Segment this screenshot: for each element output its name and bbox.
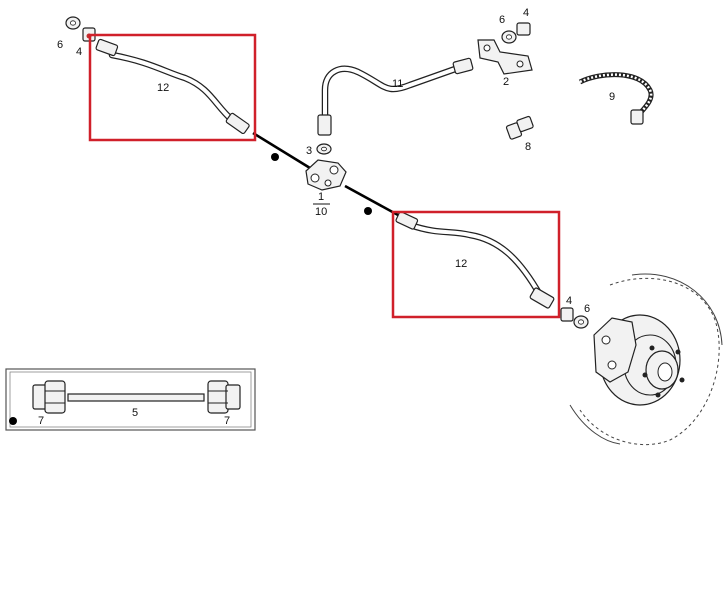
part-number-hose-left: 12 bbox=[157, 82, 169, 94]
kit-nut-left[interactable] bbox=[32, 380, 66, 414]
tee-connector[interactable] bbox=[305, 159, 347, 191]
part-number-tee-alt: 10 bbox=[315, 206, 327, 218]
brake-hose-right[interactable] bbox=[395, 211, 555, 309]
washer-right-hole bbox=[578, 319, 585, 325]
wheel-assembly bbox=[569, 273, 723, 446]
brake-hose-left[interactable] bbox=[95, 38, 250, 135]
part-number-kit-nut-right: 7 bbox=[224, 415, 230, 427]
kit-nut-right[interactable] bbox=[207, 380, 241, 414]
part-number-bracket-washer: 6 bbox=[499, 14, 505, 26]
part-number-kit-nut-left: 7 bbox=[38, 415, 44, 427]
kit-pipe[interactable] bbox=[67, 393, 205, 402]
bullet-marker bbox=[364, 207, 372, 215]
part-number-bleed-screw: 8 bbox=[525, 141, 531, 153]
bracket-washer-hole bbox=[505, 34, 512, 40]
part-number-washer-left: 6 bbox=[57, 39, 63, 51]
mounting-bracket[interactable] bbox=[477, 39, 533, 75]
part-number-nut-left: 4 bbox=[76, 46, 82, 58]
nut-right[interactable] bbox=[560, 307, 574, 322]
part-number-washer-center: 3 bbox=[306, 145, 312, 157]
link-line-left bbox=[252, 131, 311, 170]
brake-pipe[interactable] bbox=[317, 57, 474, 136]
part-number-washer-right: 6 bbox=[584, 303, 590, 315]
part-number-bracket: 2 bbox=[503, 76, 509, 88]
washer-left-hole bbox=[70, 20, 77, 26]
part-number-clip: 9 bbox=[609, 91, 615, 103]
pipe-kit-box bbox=[5, 368, 256, 431]
part-number-hose-right: 12 bbox=[455, 258, 467, 270]
bracket-nut[interactable] bbox=[516, 22, 531, 36]
part-number-tee: 1 bbox=[318, 191, 324, 203]
hose-clip[interactable] bbox=[578, 72, 654, 125]
highlight-box-left bbox=[88, 33, 257, 142]
part-number-nut-right: 4 bbox=[566, 295, 572, 307]
part-number-bracket-nut: 4 bbox=[523, 7, 529, 19]
link-line-right bbox=[344, 184, 399, 217]
bullet-marker bbox=[271, 153, 279, 161]
washer-center-hole bbox=[321, 146, 327, 152]
highlight-box-right bbox=[391, 210, 561, 319]
part-number-kit-pipe: 5 bbox=[132, 407, 138, 419]
bullet-marker bbox=[9, 417, 17, 425]
bleed-screw[interactable] bbox=[505, 115, 534, 140]
part-number-pipe: 11 bbox=[392, 78, 403, 90]
